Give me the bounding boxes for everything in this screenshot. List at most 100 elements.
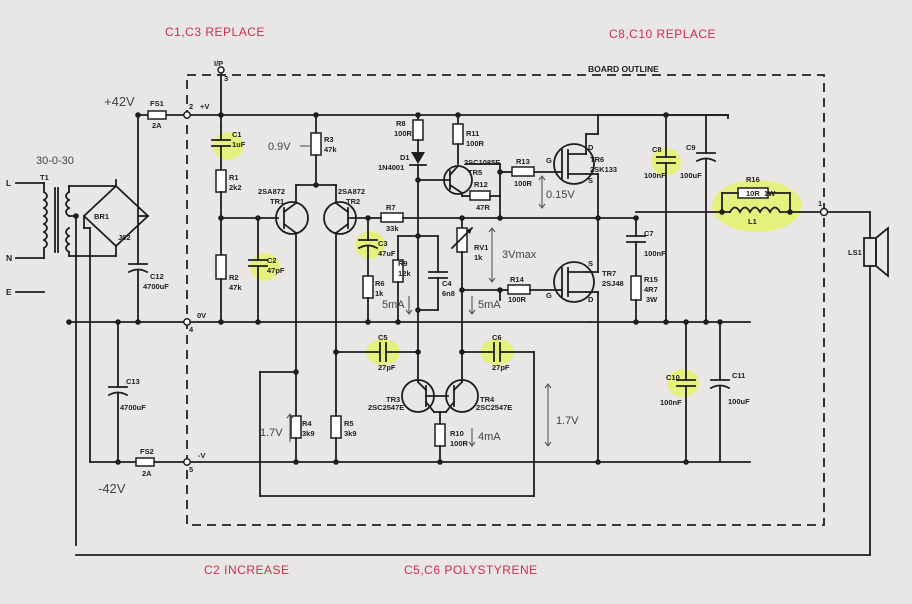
label-pin4v: 0V bbox=[197, 311, 206, 320]
hand-ma4: 4mA bbox=[478, 431, 501, 443]
hand-ma5b: 5mA bbox=[478, 299, 501, 311]
label-c8: C8 bbox=[652, 145, 662, 154]
highlight-c10 bbox=[667, 369, 699, 397]
transformer-primary bbox=[42, 190, 48, 250]
resistor-r1 bbox=[215, 169, 227, 193]
fuse-fs2 bbox=[135, 457, 155, 467]
label-mains-n: N bbox=[6, 253, 12, 263]
label-c6-val: 27pF bbox=[492, 363, 510, 372]
label-c7-val: 100nF bbox=[644, 249, 666, 258]
label-c4-val: 6n8 bbox=[442, 289, 455, 298]
label-r6-val: 1k bbox=[375, 289, 384, 298]
label-r2-val: 47k bbox=[229, 283, 242, 292]
resistor-r15 bbox=[630, 275, 642, 301]
label-r9-val: 12k bbox=[398, 269, 411, 278]
label-r5-val: 3k9 bbox=[344, 429, 357, 438]
label-rv1-val: 1k bbox=[474, 253, 483, 262]
note-c2: C2 INCREASE bbox=[204, 563, 290, 577]
resistor-r2 bbox=[215, 254, 227, 280]
label-tr2: 2SA872 bbox=[338, 187, 365, 196]
label-r7-val: 33k bbox=[386, 224, 399, 233]
mosfet-tr6 bbox=[553, 143, 595, 185]
label-c5-val: 27pF bbox=[378, 363, 396, 372]
label-c12-val: 4700uF bbox=[143, 282, 169, 291]
hand-v17a: 1.7V bbox=[260, 427, 283, 439]
label-r15: R15 bbox=[644, 275, 658, 284]
label-c7: C7 bbox=[644, 229, 654, 238]
label-pin5v: -V bbox=[198, 451, 206, 460]
label-c5: C5 bbox=[378, 333, 388, 342]
label-r3: R3 bbox=[324, 135, 334, 144]
label-r15-val: 4R7 bbox=[644, 285, 658, 294]
label-tr6-d: D bbox=[588, 143, 594, 152]
highlight-c5 bbox=[366, 339, 400, 365]
note-c8c10: C8,C10 REPLACE bbox=[609, 27, 716, 41]
label-tr7-part: 2SJ48 bbox=[602, 279, 624, 288]
label-c2: C2 bbox=[267, 256, 277, 265]
resistor-r5 bbox=[330, 415, 342, 439]
label-r11: R11 bbox=[466, 129, 479, 138]
label-mains-l: L bbox=[6, 178, 11, 188]
label-tr4: TR4 bbox=[480, 395, 495, 404]
terminals bbox=[183, 111, 191, 466]
potentiometer-rv1 bbox=[456, 227, 468, 253]
label-r16-w: 1W bbox=[764, 189, 776, 198]
resistor-r8 bbox=[412, 119, 424, 141]
label-c11-val: 100uF bbox=[728, 397, 750, 406]
label-t1: T1 bbox=[40, 173, 49, 182]
mosfet-tr7 bbox=[553, 261, 595, 303]
transformer-secondary-bottom bbox=[65, 226, 71, 254]
label-c3: C3 bbox=[378, 239, 388, 248]
hand-v3max: 3Vmax bbox=[502, 249, 537, 261]
label-r4-val: 3k9 bbox=[302, 429, 315, 438]
label-c9: C9 bbox=[686, 143, 696, 152]
label-tr7-g: G bbox=[546, 291, 552, 300]
label-r6: R6 bbox=[375, 279, 385, 288]
label-r5: R5 bbox=[344, 419, 354, 428]
label-rv1: RV1 bbox=[474, 243, 488, 252]
label-d1: D1 bbox=[400, 153, 410, 162]
label-board-outline: BOARD OUTLINE bbox=[588, 64, 659, 74]
label-tr1-ref: TR1 bbox=[270, 197, 284, 206]
pencil-marks bbox=[286, 145, 552, 447]
label-tr3-part: 2SC2547E bbox=[368, 403, 404, 412]
label-tr1: 2SA872 bbox=[258, 187, 285, 196]
resistor-r14 bbox=[507, 284, 531, 295]
label-tr6-part: 2SK133 bbox=[590, 165, 617, 174]
fuse-fs1 bbox=[147, 110, 167, 120]
label-r15-w: 3W bbox=[646, 295, 658, 304]
label-tr7-s: S bbox=[588, 259, 593, 268]
label-pin3: 3 bbox=[224, 74, 228, 83]
label-tr2-ref: TR2 bbox=[346, 197, 360, 206]
label-tr6-g: G bbox=[546, 156, 552, 165]
label-c8-val: 100nF bbox=[644, 171, 666, 180]
label-c2-val: 47pF bbox=[267, 266, 285, 275]
transistor-tr4 bbox=[445, 379, 479, 413]
hand-plus42: +42V bbox=[104, 94, 135, 109]
diode-d1 bbox=[411, 152, 425, 164]
label-br1-part: J02 bbox=[118, 233, 131, 242]
hand-v17b: 1.7V bbox=[556, 415, 579, 427]
speaker-ls1 bbox=[863, 237, 877, 267]
label-fs2: FS2 bbox=[140, 447, 154, 456]
resistor-r6 bbox=[362, 275, 374, 299]
board-outline bbox=[186, 74, 825, 526]
label-r16-val: 10R bbox=[746, 189, 760, 198]
component-labels: BOARD OUTLINE I/P 3 2 +V 4 0V 5 -V 1 L N… bbox=[6, 59, 862, 478]
hand-ma5a: 5mA bbox=[382, 299, 405, 311]
inductor-l1 bbox=[728, 206, 782, 214]
label-c9-val: 100uF bbox=[680, 171, 702, 180]
resistor-r10 bbox=[434, 423, 446, 447]
label-c3-val: 47uF bbox=[378, 249, 396, 258]
label-br1: BR1 bbox=[94, 212, 109, 221]
label-pin1: 1 bbox=[818, 199, 822, 208]
highlight-c8 bbox=[651, 148, 681, 176]
label-pin4: 4 bbox=[189, 325, 194, 334]
label-tr6: TR6 bbox=[590, 155, 604, 164]
label-r1: R1 bbox=[229, 173, 239, 182]
label-r9: R9 bbox=[398, 259, 408, 268]
label-pin2v: +V bbox=[200, 102, 209, 111]
label-r4: R4 bbox=[302, 419, 312, 428]
label-r12: R12 bbox=[474, 180, 488, 189]
label-tr3: TR3 bbox=[386, 395, 400, 404]
